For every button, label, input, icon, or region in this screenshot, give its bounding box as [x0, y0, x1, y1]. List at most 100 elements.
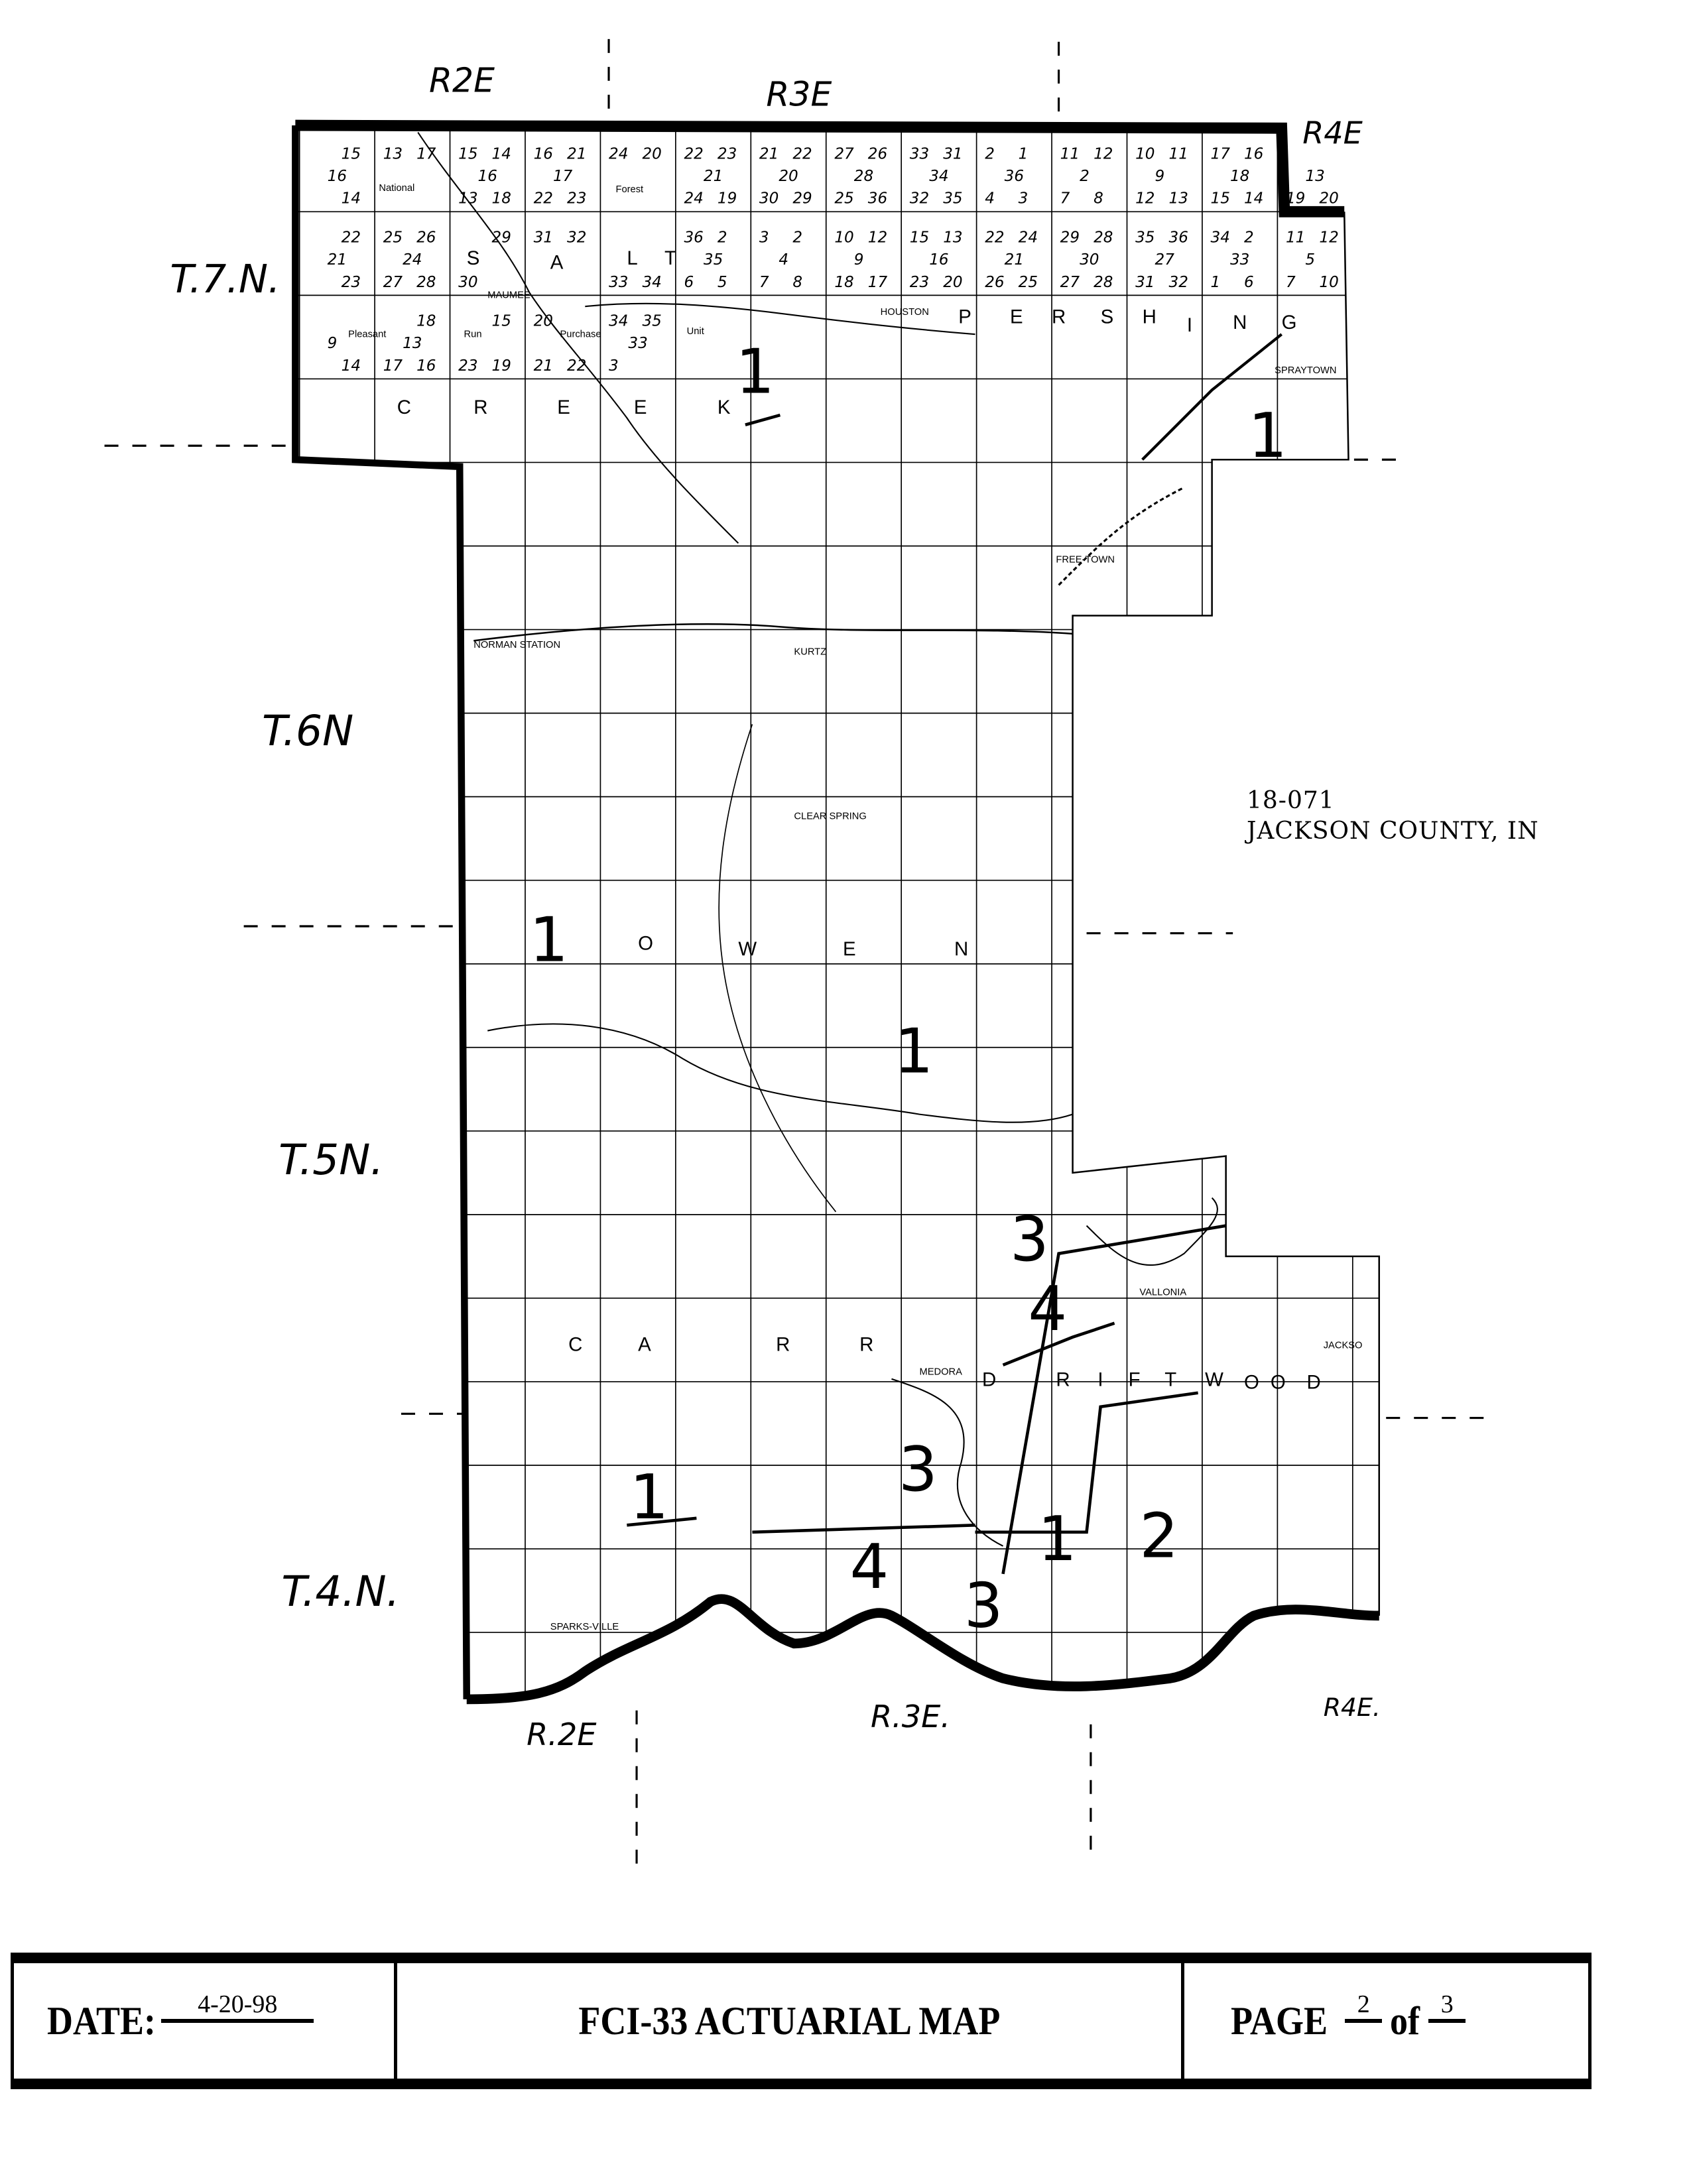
place-sparksville: SPARKS-VILLE: [550, 1622, 619, 1632]
township-letter: O: [638, 933, 653, 955]
risk-zone-2: 2: [1139, 1500, 1178, 1572]
section-number: 34: [642, 274, 661, 291]
risk-zone-3: 3: [1010, 1203, 1049, 1275]
section-number: 20: [943, 274, 962, 291]
section-number: 22: [534, 190, 553, 208]
place-spraytown: SPRAYTOWN: [1275, 365, 1336, 376]
risk-zone-3: 3: [964, 1570, 1003, 1642]
section-number: 9: [1155, 168, 1165, 185]
section-number: 33: [628, 335, 647, 352]
section-number: 22: [567, 357, 586, 375]
place-pleasant: Pleasant: [348, 329, 386, 339]
place-clear-spring: CLEAR SPRING: [794, 811, 866, 821]
section-number: 22: [792, 146, 812, 163]
section-number: 28: [854, 168, 873, 185]
section-number: 4: [985, 190, 995, 208]
section-number: 27: [383, 274, 403, 291]
section-number: 13: [1305, 168, 1324, 185]
section-number: 2: [1244, 229, 1254, 247]
section-number: 16: [328, 168, 347, 185]
section-number: 10: [834, 229, 853, 247]
township-letter: R: [473, 396, 487, 418]
section-number: 16: [478, 168, 497, 185]
section-number: 19: [718, 190, 737, 208]
section-number: 4: [779, 251, 788, 269]
section-number: 9: [328, 335, 338, 352]
township-letter: R: [859, 1334, 873, 1356]
section-number: 31: [1135, 274, 1155, 291]
township-label-t7n: T.7.N.: [170, 256, 280, 302]
section-number: 24: [609, 146, 628, 163]
section-number: 2: [718, 229, 727, 247]
section-number: 23: [910, 274, 929, 291]
section-number: 17: [383, 357, 403, 375]
county-label: 18-071 JACKSON COUNTY, IN: [1247, 786, 1539, 847]
section-number: 18: [492, 190, 511, 208]
section-number: 28: [1093, 274, 1113, 291]
section-number: 27: [834, 146, 854, 163]
risk-zone-1: 1: [895, 1016, 934, 1087]
section-grid: [295, 125, 1379, 1699]
section-number: 21: [759, 146, 779, 163]
section-number: 15: [492, 313, 511, 330]
place-unit: Unit: [687, 326, 704, 337]
township-letter: W: [1205, 1368, 1223, 1390]
section-number: 23: [567, 190, 586, 208]
risk-zone-4: 4: [849, 1531, 889, 1603]
range-label-r4e: R4E: [1302, 115, 1363, 151]
section-number: 32: [567, 229, 586, 247]
township-letter: R: [1056, 1368, 1070, 1390]
township-letter: O: [1271, 1371, 1286, 1393]
section-number: 8: [792, 274, 802, 291]
township-letter: G: [1282, 312, 1297, 334]
section-number: 36: [868, 190, 887, 208]
place-run: Run: [464, 329, 482, 339]
section-number: 17: [416, 146, 436, 163]
section-number: 21: [567, 146, 586, 163]
place-medora: MEDORA: [919, 1366, 962, 1377]
risk-zone-3: 3: [899, 1433, 938, 1505]
section-number: 20: [534, 313, 553, 330]
section-number: 3: [759, 229, 769, 247]
risk-zone-4: 4: [1028, 1273, 1067, 1345]
stream: [487, 1023, 1073, 1123]
section-number: 30: [759, 190, 779, 208]
title-cell: FCI-33 ACTUARIAL MAP: [397, 1963, 1184, 2079]
stream: [718, 724, 837, 1213]
section-number: 19: [492, 357, 511, 375]
section-number: 29: [792, 190, 812, 208]
township-letter: O: [1244, 1371, 1259, 1393]
section-number: 15: [458, 146, 477, 163]
road: [1141, 333, 1282, 461]
township-letter: W: [738, 938, 757, 960]
section-number: 17: [1211, 146, 1231, 163]
county-boundary: [295, 119, 1345, 217]
section-number: 11: [1169, 146, 1188, 163]
stream: [891, 1378, 1004, 1547]
county-boundary-west: [292, 125, 471, 1699]
township-letter: I: [1097, 1368, 1103, 1390]
section-number: 29: [1060, 229, 1080, 247]
township-letter: S: [467, 247, 480, 269]
section-number: 27: [1155, 251, 1175, 269]
place-national: National: [379, 183, 414, 194]
place-vallonia: VALLONIA: [1139, 1288, 1186, 1298]
township-label-t5n: T.5N.: [279, 1136, 383, 1184]
section-number: 20: [779, 168, 798, 185]
section-number: 6: [684, 274, 694, 291]
township-letter: A: [638, 1334, 651, 1356]
section-number: 16: [929, 251, 948, 269]
section-number: 21: [1005, 251, 1024, 269]
section-number: 14: [342, 190, 361, 208]
range-label-r2e: R2E: [429, 61, 495, 100]
section-number: 23: [342, 274, 361, 291]
section-number: 25: [834, 190, 853, 208]
range-label-r3e: R3E: [766, 75, 832, 114]
section-number: 35: [642, 313, 661, 330]
township-letter: N: [1233, 312, 1247, 334]
section-number: 5: [718, 274, 727, 291]
date-label: DATE:: [47, 1998, 156, 2043]
zone-boundaries: [627, 413, 1227, 1575]
